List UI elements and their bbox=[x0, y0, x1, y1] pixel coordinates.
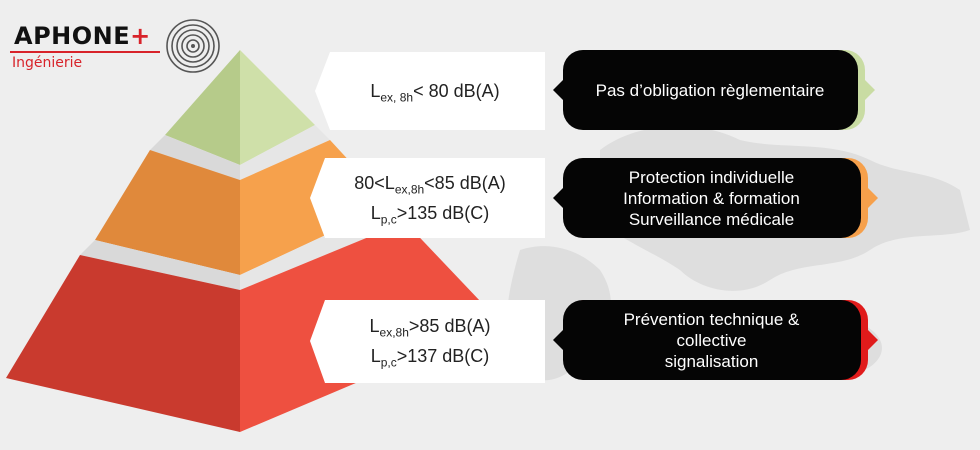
action-pill-1 bbox=[563, 50, 858, 130]
condition-card-1 bbox=[315, 52, 545, 130]
pyramid-tier-orange-left bbox=[95, 150, 240, 275]
sound-rings-icon bbox=[166, 19, 220, 73]
condition-line: Lex,8h>85 dB(A) bbox=[369, 316, 491, 340]
pill-notch bbox=[865, 80, 875, 100]
pill-notch bbox=[868, 330, 878, 350]
condition-text-2: 80<Lex,8h<85 dB(A) Lp,c>135 dB(C) bbox=[320, 168, 540, 228]
pyramid-tier-green-right bbox=[240, 50, 315, 165]
pill-notch bbox=[868, 188, 878, 208]
condition-line: Lex, 8h< 80 dB(A) bbox=[370, 81, 500, 105]
action-text-1: Pas d’obligation règlementaire bbox=[565, 50, 855, 130]
action-text-3: Prévention technique & collective signal… bbox=[565, 300, 858, 380]
pyramid-separator bbox=[150, 135, 240, 180]
action-line: Surveillance médicale bbox=[628, 209, 795, 229]
condition-line: 80<Lex,8h<85 dB(A) bbox=[354, 173, 506, 197]
condition-line: Lp,c>137 dB(C) bbox=[370, 346, 490, 370]
action-line: Prévention technique & bbox=[623, 309, 800, 329]
condition-text-1: Lex, 8h< 80 dB(A) bbox=[325, 76, 545, 106]
action-line: Protection individuelle bbox=[628, 167, 795, 187]
condition-text-3: Lex,8h>85 dB(A) Lp,c>137 dB(C) bbox=[320, 311, 540, 371]
company-logo: APHONE+ Ingénierie bbox=[10, 19, 225, 82]
condition-card-3 bbox=[310, 300, 545, 383]
action-pill-3 bbox=[563, 300, 861, 380]
condition-card-2 bbox=[310, 158, 545, 238]
condition-line: Lp,c>135 dB(C) bbox=[370, 203, 490, 227]
action-line: Pas d’obligation règlementaire bbox=[595, 80, 825, 100]
pill-notch bbox=[553, 188, 563, 208]
action-line: signalisation bbox=[664, 351, 759, 371]
action-text-2: Protection individuelle Information & fo… bbox=[565, 158, 858, 238]
pyramid-separator bbox=[240, 125, 330, 180]
action-line: collective bbox=[676, 330, 747, 350]
pill-notch bbox=[553, 80, 563, 100]
action-line: Information & formation bbox=[623, 188, 800, 208]
pyramid-separator bbox=[80, 240, 240, 290]
logo-underline bbox=[10, 51, 160, 53]
logo-title: APHONE+ bbox=[14, 22, 151, 50]
pill-notch bbox=[553, 330, 563, 350]
action-pill-2 bbox=[563, 158, 861, 238]
logo-subtitle: Ingénierie bbox=[12, 55, 83, 71]
pyramid-tier-red-left bbox=[6, 255, 240, 432]
pyramid-tier-green-left bbox=[165, 50, 240, 165]
